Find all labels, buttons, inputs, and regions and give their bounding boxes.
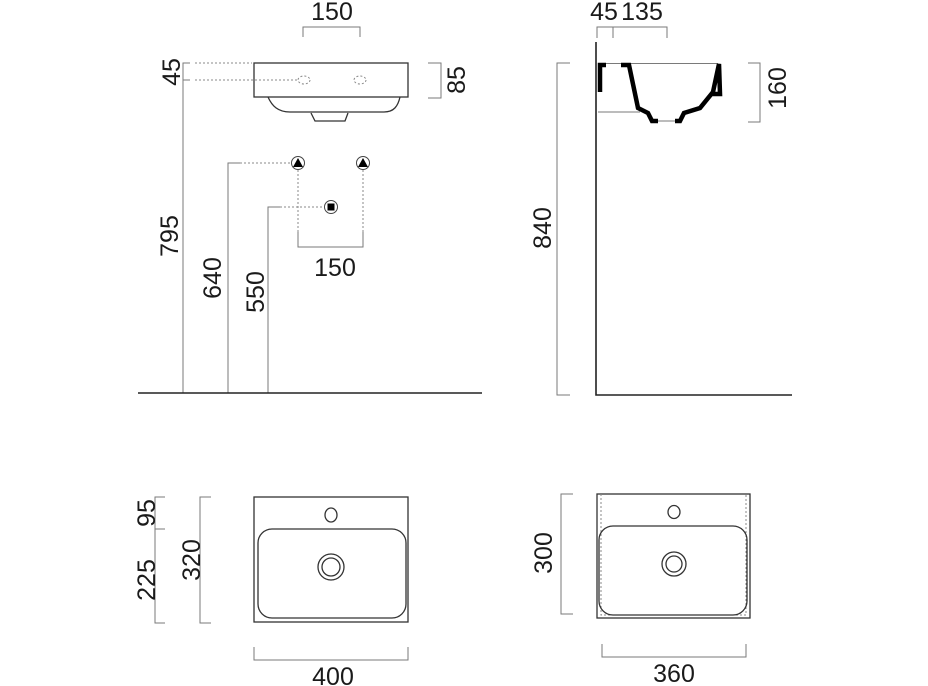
width-label: 400 [312,663,354,686]
tap-hole-icon [667,504,681,520]
basin-top-outline [596,493,751,619]
wall-and-floor-line [595,42,792,396]
supply-point-icon [356,156,370,170]
supply-height-label: 640 [199,257,227,299]
depth-label: 300 [530,532,558,574]
overflow-hole-icon [353,75,367,85]
bowl-outline [598,525,748,616]
waste-point-icon [324,200,338,214]
overflow-dashed-leader [195,62,298,81]
rim-height-bracket [556,62,570,396]
bowl-offset-label: 135 [621,0,663,26]
supply-height-line [227,162,240,393]
depth-bracket [199,496,211,624]
width-bracket [601,644,747,658]
supply-spacing-bracket [297,232,364,248]
top-view-360: 300 360 [530,493,751,686]
top-view-400: 95 225 320 400 [133,496,409,686]
basin-top-outline [253,496,409,623]
depth-split-bracket [154,496,165,624]
basin-depth-label: 160 [764,67,792,109]
waste-height-line [267,206,280,393]
width-bracket [253,647,409,661]
basin-front-outline [253,62,409,98]
drain-inner-icon [321,557,341,577]
bowl-depth-label: 225 [133,559,161,601]
depth-label: 320 [178,539,206,581]
bowl-outline [257,528,407,619]
overflow-offset-label: 45 [158,58,186,86]
overflow-hole-icon [297,75,311,85]
tap-hole-icon [324,507,338,523]
depth-bracket [560,493,573,615]
wall-offset-label: 45 [590,0,618,26]
basin-cross-section [597,62,723,124]
tap-to-bowl-label: 95 [133,499,161,527]
drain-icon [661,551,687,577]
tap-spacing-label: 150 [311,0,353,26]
width-label: 360 [653,660,695,686]
basin-depth-bracket [748,62,761,123]
basin-bowl-outline [267,96,401,113]
basin-height-bracket [428,62,442,99]
waste-height-label: 550 [242,271,270,313]
rim-height-label: 795 [156,215,184,257]
hidden-outline [600,494,747,616]
drain-inner-icon [665,555,683,573]
basin-height-label: 85 [443,66,471,94]
supply-spacing-label: 150 [314,254,356,282]
offset-bracket [596,26,668,38]
rim-height-line [182,62,190,393]
side-view: 45 135 840 160 [529,0,792,396]
drain-icon [317,553,345,581]
supply-point-icon [291,156,305,170]
tap-spacing-bracket [302,26,361,37]
front-view: 150 45 85 795 640 550 150 [138,0,482,394]
rim-height-label: 840 [529,207,557,249]
drain-outline [310,112,349,122]
